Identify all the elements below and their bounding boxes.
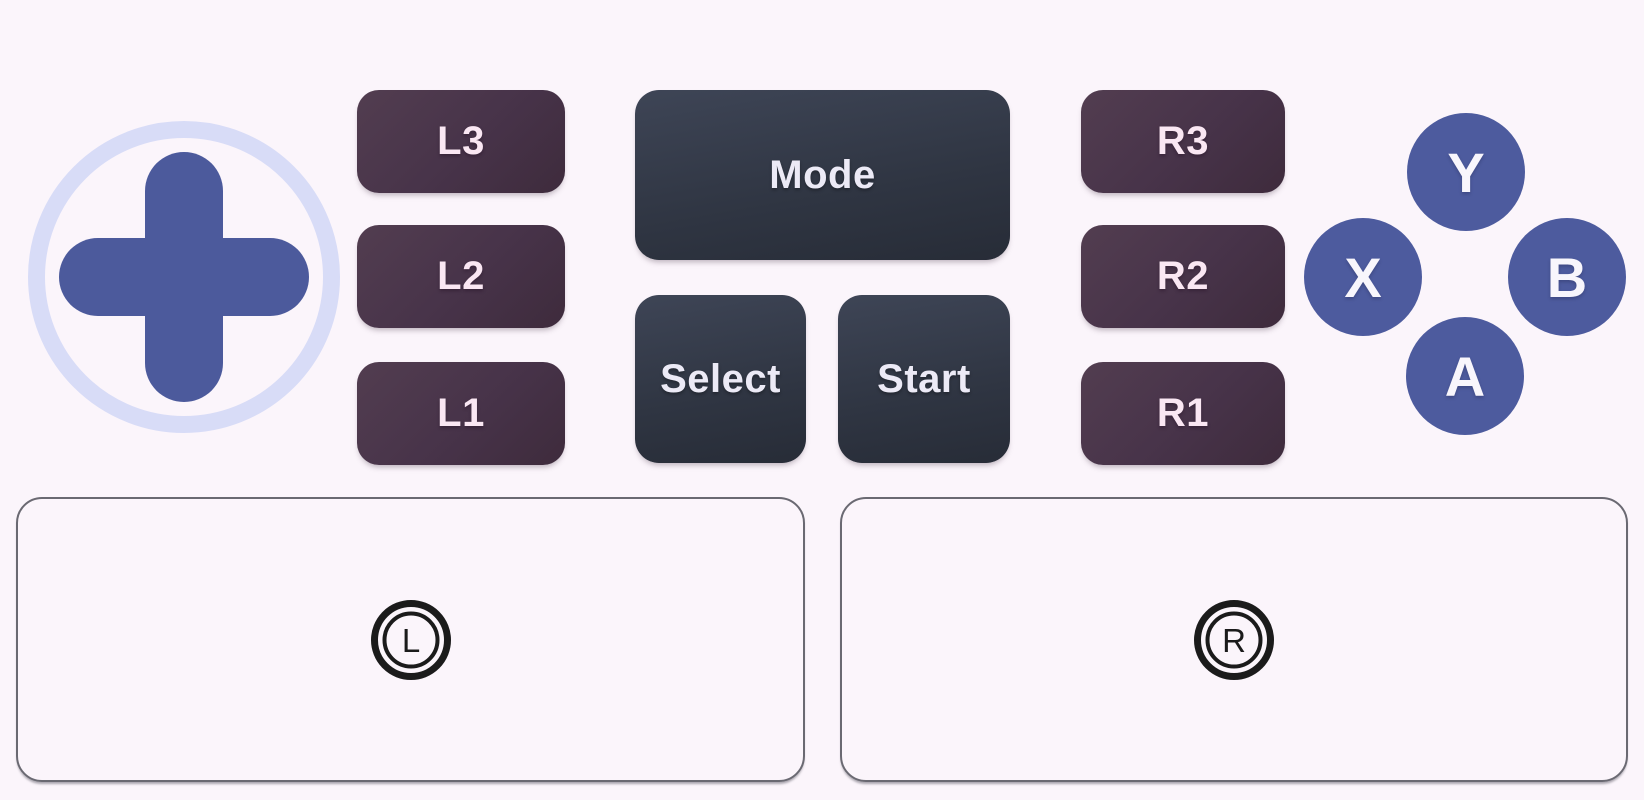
right-stick-zone: R	[840, 497, 1628, 782]
r1-button[interactable]: R1	[1081, 362, 1285, 465]
left-stick-zone: L	[16, 497, 805, 782]
right-stick-letter: R	[1222, 622, 1246, 659]
face-button-x[interactable]: X	[1304, 218, 1422, 336]
l3-button[interactable]: L3	[357, 90, 565, 193]
dpad-cross-icon[interactable]	[145, 152, 223, 402]
mode-button[interactable]: Mode	[635, 90, 1010, 260]
select-button[interactable]: Select	[635, 295, 806, 463]
l2-button[interactable]: L2	[357, 225, 565, 328]
left-stick-icon: L	[370, 599, 451, 680]
l1-button[interactable]: L1	[357, 362, 565, 465]
face-button-y[interactable]: Y	[1407, 113, 1525, 231]
face-button-b[interactable]: B	[1508, 218, 1626, 336]
r3-button[interactable]: R3	[1081, 90, 1285, 193]
face-button-a[interactable]: A	[1406, 317, 1524, 435]
r2-button[interactable]: R2	[1081, 225, 1285, 328]
left-stick-letter: L	[401, 622, 419, 659]
start-button[interactable]: Start	[838, 295, 1010, 463]
right-stick-icon: R	[1194, 599, 1274, 680]
